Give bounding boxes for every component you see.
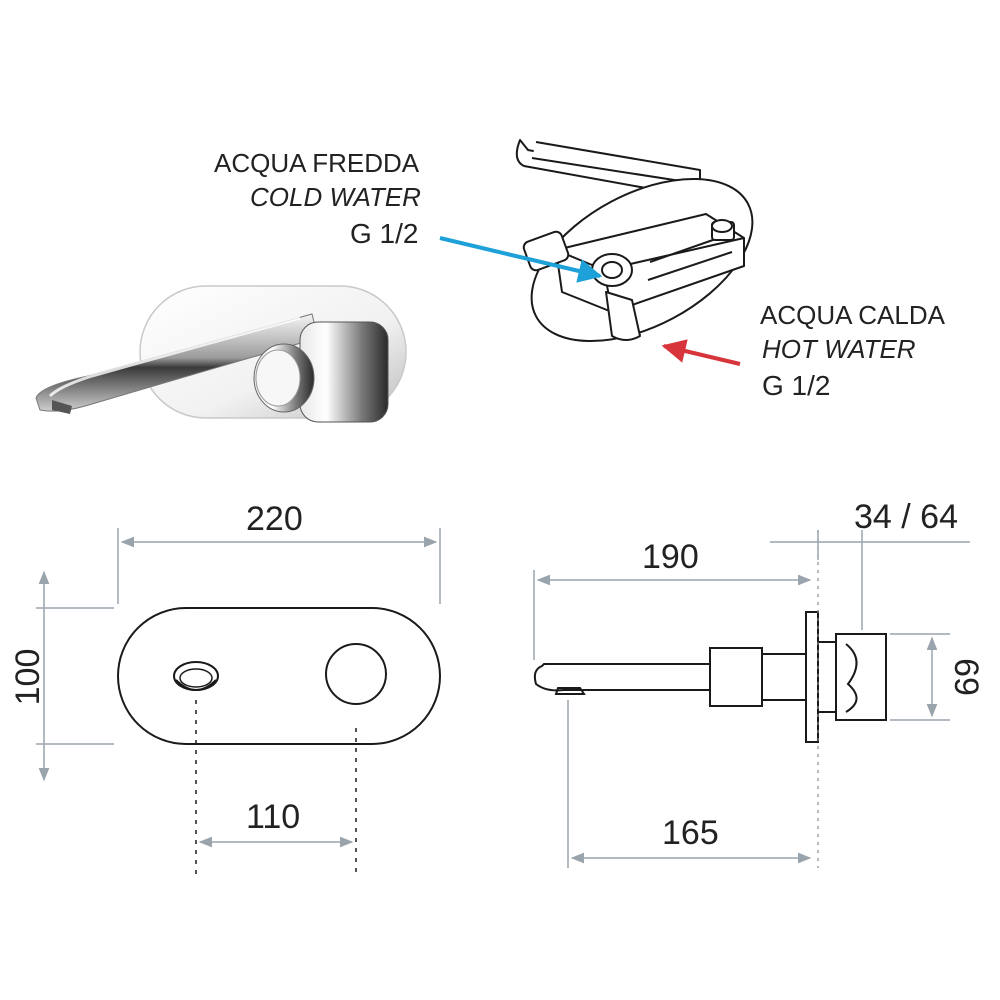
side-aerator xyxy=(554,687,586,695)
sketch-side-cap xyxy=(711,219,733,233)
cold-water-arrow xyxy=(439,236,603,283)
side-box xyxy=(835,633,887,721)
sketch-cold-port-inner xyxy=(601,261,623,279)
dimension-lines xyxy=(36,528,970,868)
dim-165-label: 165 xyxy=(662,814,719,852)
dim-34-64-label: 34 / 64 xyxy=(854,498,958,536)
mixer-render xyxy=(35,285,407,423)
front-plate-outline xyxy=(117,607,441,745)
sketch-box xyxy=(555,213,745,313)
cold-water-italian-label: ACQUA FREDDA xyxy=(214,148,420,178)
dim-220-label: 220 xyxy=(246,500,303,538)
dim-69-label: 69 xyxy=(947,658,985,696)
mixer-spout-highlight xyxy=(48,316,301,398)
side-view xyxy=(533,530,887,868)
front-spout-outlet-inner xyxy=(179,668,213,688)
dim-110-label: 110 xyxy=(246,798,301,836)
mixer-handle-face xyxy=(255,349,301,407)
mixer-aerator xyxy=(52,400,72,414)
installation-body-sketch xyxy=(515,139,754,343)
side-cartridge xyxy=(818,641,837,713)
cold-water-thread-label: G 1/2 xyxy=(350,218,419,249)
front-handle xyxy=(325,643,387,705)
side-wall-plate xyxy=(805,611,819,743)
hot-water-thread-label: G 1/2 xyxy=(762,370,831,401)
cold-water-english-label: COLD WATER xyxy=(250,182,421,212)
sketch-hot-outlet xyxy=(605,291,641,341)
dim-100-label: 100 xyxy=(9,648,47,706)
hot-water-italian-label: ACQUA CALDA xyxy=(760,300,945,330)
side-spout xyxy=(533,663,711,692)
front-spout-lip xyxy=(175,679,217,691)
hot-water-english-label: HOT WATER xyxy=(762,334,916,364)
side-spout-collar xyxy=(709,647,763,707)
sketch-cartridge-2 xyxy=(647,251,733,281)
mixer-spout xyxy=(35,313,319,412)
front-view xyxy=(117,607,441,876)
side-box-curve xyxy=(845,643,858,713)
hot-water-arrow xyxy=(661,339,741,366)
dim-190-label: 190 xyxy=(642,538,699,576)
sketch-spout-tube xyxy=(531,141,701,185)
side-body xyxy=(761,653,807,701)
